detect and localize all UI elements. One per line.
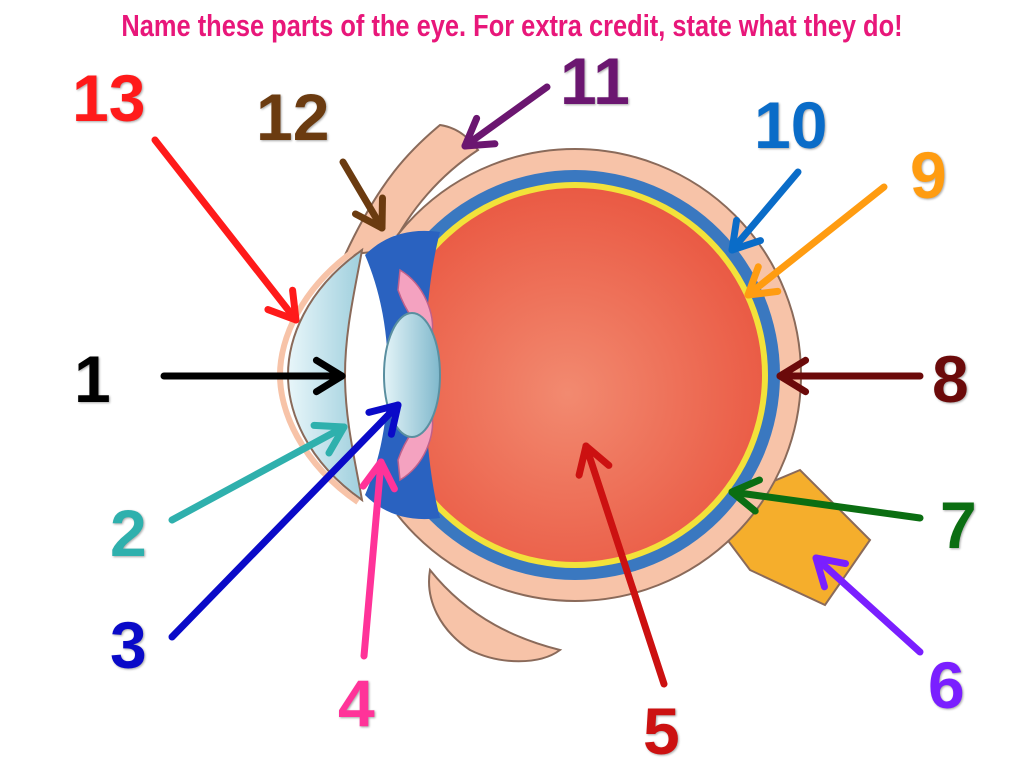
label-12: 12 <box>256 80 330 154</box>
arrow-5-shaft <box>582 442 668 688</box>
arrow-1-head <box>312 356 346 396</box>
arrow-12-shaft <box>339 158 386 232</box>
arrow-4-head <box>359 458 398 493</box>
arrow-13-head <box>264 286 300 324</box>
arrow-9-head <box>744 263 782 299</box>
arrow-9-shaft <box>744 183 888 299</box>
label-5: 5 <box>643 694 680 768</box>
label-8: 8 <box>932 342 969 416</box>
label-9: 9 <box>910 138 947 212</box>
pointer-arrows <box>151 83 924 688</box>
vitreous-body <box>388 188 762 562</box>
arrow-11-head <box>461 114 499 150</box>
arrow-6-shaft <box>812 554 924 656</box>
label-7: 7 <box>940 488 977 562</box>
label-6: 6 <box>928 648 965 722</box>
lower-eyelid <box>428 567 563 663</box>
page-title: Name these parts of the eye. For extra c… <box>121 8 903 43</box>
arrow-5-head <box>575 442 613 479</box>
arrow-7-shaft <box>728 488 924 522</box>
arrow-4-shaft <box>360 458 385 660</box>
arrow-12-head <box>351 194 386 232</box>
label-3: 3 <box>110 608 147 682</box>
arrow-10-head <box>728 216 764 254</box>
arrow-8-head <box>776 356 810 396</box>
arrow-6-head <box>812 554 849 591</box>
arrow-3-head <box>365 401 402 438</box>
label-13: 13 <box>72 61 146 135</box>
label-1: 1 <box>74 342 111 416</box>
label-4: 4 <box>338 666 375 740</box>
label-2: 2 <box>110 496 147 570</box>
arrow-2-shaft <box>168 423 348 524</box>
label-11: 11 <box>560 44 630 118</box>
arrow-2-head <box>310 421 348 457</box>
arrow-3-shaft <box>168 401 402 641</box>
arrow-11-shaft <box>461 83 551 150</box>
label-10: 10 <box>754 88 828 162</box>
arrow-7-head <box>728 476 763 515</box>
arrow-13-shaft <box>151 136 300 324</box>
arrow-10-shaft <box>728 168 802 254</box>
eye-illustration <box>276 123 872 663</box>
